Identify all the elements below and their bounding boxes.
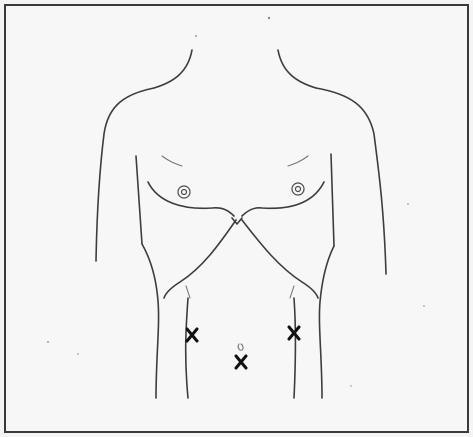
left-shoulder-line [96, 88, 154, 261]
left-nipple-icon [178, 186, 190, 198]
mark-midline-lower-abdomen [236, 356, 246, 368]
right-torso-side [319, 246, 334, 398]
right-neck-line [278, 50, 316, 88]
left-abdominal-line [186, 298, 188, 398]
left-pectoral-line [148, 182, 234, 216]
right-arm-inner-line [331, 154, 334, 246]
speck [268, 17, 270, 19]
right-nipple-icon [292, 183, 304, 195]
speck [195, 35, 197, 37]
left-neck-line [154, 50, 192, 88]
left-costal-tick [186, 286, 190, 298]
chest [148, 156, 324, 216]
torso-diagram [6, 6, 467, 431]
right-costal-margin [242, 220, 318, 298]
right-nipple-center-icon [296, 187, 301, 192]
mark-left-lower-abdomen [187, 329, 197, 341]
left-torso-side [142, 244, 159, 398]
speck [423, 305, 425, 307]
mark-right-lower-abdomen [289, 327, 299, 339]
right-shoulder-line [316, 88, 386, 274]
speck [407, 203, 409, 205]
costal-margin [164, 218, 318, 298]
speck [350, 385, 351, 386]
umbilicus-icon [238, 344, 243, 350]
right-costal-tick [290, 286, 294, 298]
right-clavicle-shadow [288, 156, 308, 166]
speck [77, 353, 79, 355]
scan-specks [47, 17, 425, 387]
left-clavicle-shadow [162, 156, 182, 166]
speck [47, 341, 49, 343]
left-nipple-center-icon [182, 190, 187, 195]
left-arm-inner-line [136, 156, 142, 244]
abdomen [186, 298, 296, 398]
left-costal-margin [164, 220, 236, 298]
neck-shoulders [96, 50, 386, 274]
right-abdominal-line [294, 298, 296, 398]
right-pectoral-line [242, 182, 324, 216]
figure-frame [4, 4, 469, 433]
